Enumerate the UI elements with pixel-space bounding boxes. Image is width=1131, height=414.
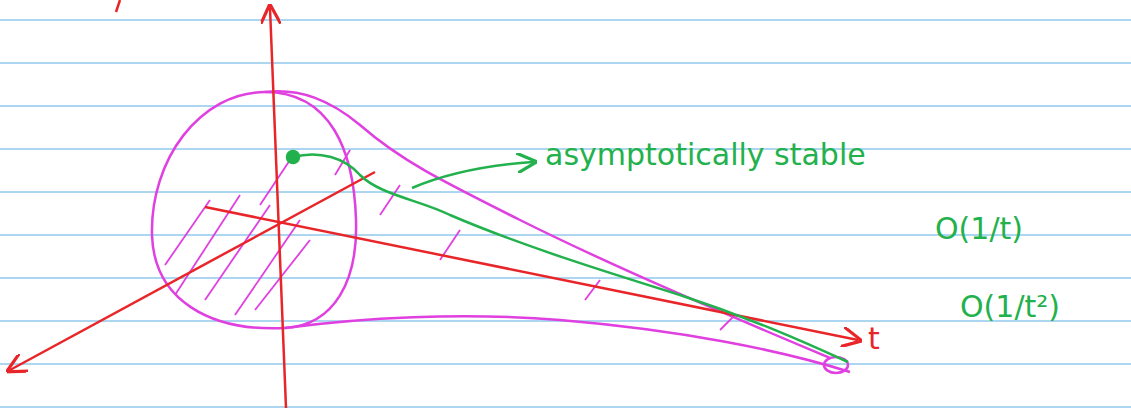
axes (10, 8, 858, 408)
rate-label: O(1/t²) (960, 290, 1060, 323)
rate-label: O(1/t) (935, 212, 1023, 245)
annotation-text: asymptotically stable (545, 138, 866, 171)
ruled-lines (0, 20, 1131, 407)
magenta-tube (152, 91, 850, 373)
trajectory (287, 151, 848, 362)
axis-label: t (868, 322, 880, 355)
red-mark (116, 0, 120, 12)
